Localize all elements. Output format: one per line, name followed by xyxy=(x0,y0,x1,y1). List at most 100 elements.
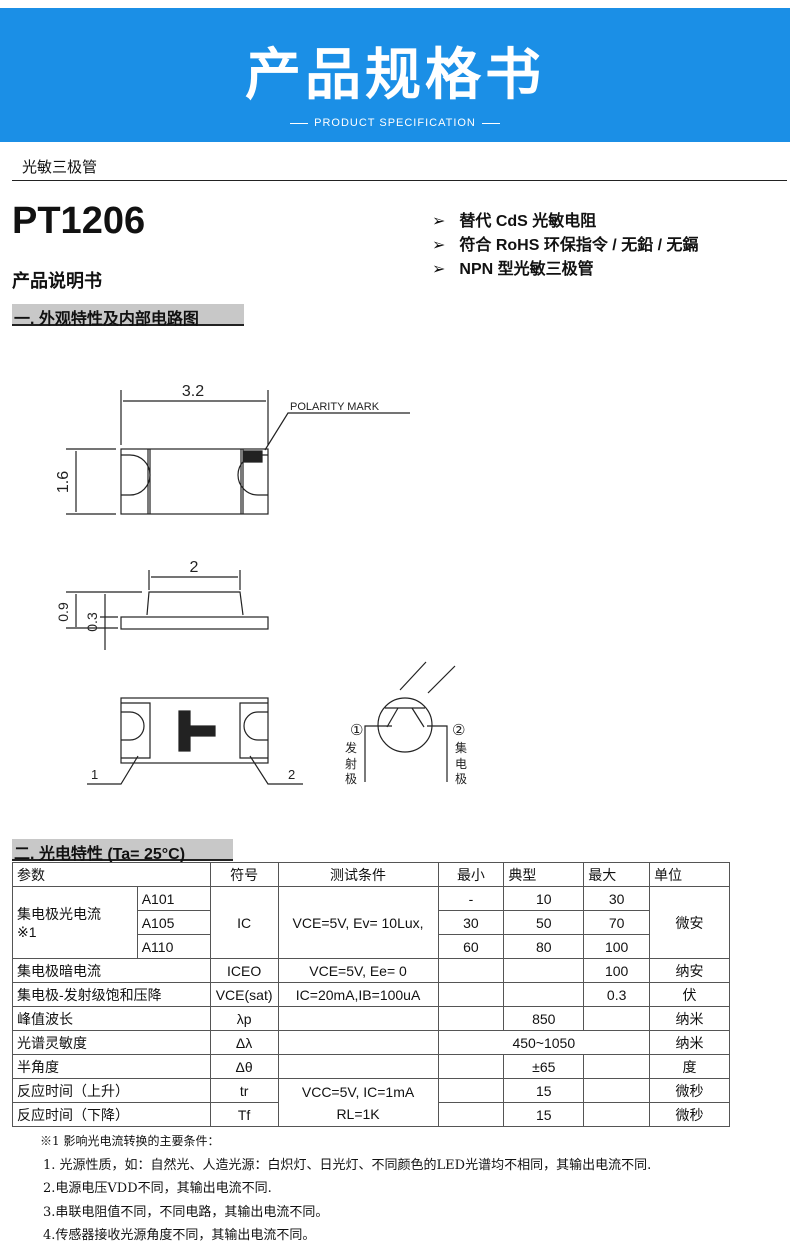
typ-cell: 10 xyxy=(503,886,585,911)
dim-base: 0.3 xyxy=(84,612,100,632)
polarity-label: POLARITY MARK xyxy=(290,401,380,413)
collector-pin-number: ② xyxy=(452,722,465,739)
max-cell: 0.3 xyxy=(583,982,651,1007)
note-item: 4.传感器接收光源角度不同，其输出电流不同。 xyxy=(43,1228,316,1243)
table-row: 集电极光电流※1 A101 IC VCE=5V, Ev= 10Lux, - 10… xyxy=(12,886,730,959)
typ-cell: 15 xyxy=(503,1078,585,1103)
table-row: 光谱灵敏度 Δλ 450~1050 纳米 xyxy=(12,1030,730,1055)
typ-cell: ±65 xyxy=(503,1054,585,1079)
pin-1-label: 1 xyxy=(91,767,98,782)
typ-cell xyxy=(503,958,585,983)
max-cell xyxy=(583,1078,651,1103)
section-heading-appearance: 一. 外观特性及内部电路图 xyxy=(12,304,244,328)
min-cell xyxy=(437,1078,505,1103)
feature-item: NPN 型光敏三极管 xyxy=(432,258,699,282)
collector-label-1: 集 xyxy=(455,740,467,755)
page-title: 产品规格书 xyxy=(245,43,545,108)
typ-cell: 850 xyxy=(503,1006,585,1031)
symbol-cell: IC xyxy=(209,886,279,959)
param-cell: 集电极-发射级饱和压降 xyxy=(12,982,211,1007)
param-cell: 反应时间（上升） xyxy=(12,1078,211,1103)
grade-cell: A110 xyxy=(136,934,211,959)
min-cell xyxy=(437,1006,505,1031)
package-diagram: 3.2 POLARITY MARK 1.6 2 0.9 0.3 1 2 ① 发 … xyxy=(55,383,467,786)
unit-cell: 纳安 xyxy=(649,958,730,983)
emitter-label-1: 发 xyxy=(345,740,357,755)
dim-length: 3.2 xyxy=(182,383,204,400)
typ-cell: 15 xyxy=(503,1102,585,1127)
condition-cell: VCE=5V, Ee= 0 xyxy=(277,958,439,983)
emitter-pin-number: ① xyxy=(350,722,363,739)
subtitle-text: PRODUCT SPECIFICATION xyxy=(314,117,476,129)
section-heading-characteristics: 二. 光电特性 (Ta= 25°C) xyxy=(12,839,233,863)
min-cell xyxy=(437,958,505,983)
feature-item: 符合 RoHS 环保指令 / 无鉛 / 无鎘 xyxy=(432,234,698,258)
param-cell: 集电极光电流※1 xyxy=(12,886,138,959)
symbol-cell: tr xyxy=(209,1078,279,1103)
unit-cell: 度 xyxy=(649,1054,730,1079)
table-row: 半角度 Δθ ±65 度 xyxy=(12,1054,730,1079)
unit-cell: 纳米 xyxy=(649,1006,730,1031)
unit-cell: 伏 xyxy=(649,982,730,1007)
min-cell: 60 xyxy=(437,934,505,959)
min-cell xyxy=(437,1102,505,1127)
range-cell: 450~1050 xyxy=(437,1030,651,1055)
max-cell: 100 xyxy=(583,934,651,959)
collector-label-2: 电 xyxy=(455,757,467,771)
max-cell: 70 xyxy=(583,910,651,935)
param-cell: 反应时间（下降） xyxy=(12,1102,211,1127)
doc-title: 产品说明书 xyxy=(12,271,102,291)
dim-height: 0.9 xyxy=(55,602,71,622)
grade-cell: A105 xyxy=(136,910,211,935)
table-row: A105 30 50 70 xyxy=(13,910,730,935)
max-cell: 100 xyxy=(583,958,651,983)
header-cell: 典型 xyxy=(503,862,585,887)
feature-item: 替代 CdS 光敏电阻 xyxy=(432,210,699,234)
symbol-cell: Tf xyxy=(209,1102,279,1127)
condition-line: VCC=5V, IC=1mA xyxy=(301,1083,415,1100)
emitter-label-2: 射 xyxy=(345,756,357,771)
header-cell: 单位 xyxy=(649,862,730,887)
condition-cell: VCE=5V, Ev= 10Lux, xyxy=(277,886,439,959)
min-cell xyxy=(437,1054,505,1079)
header-banner: 产品规格书 PRODUCT SPECIFICATION xyxy=(0,8,790,142)
param-cell: 光谱灵敏度 xyxy=(12,1030,211,1055)
symbol-cell: VCE(sat) xyxy=(209,982,279,1007)
max-cell xyxy=(583,1054,651,1079)
symbol-cell: Δθ xyxy=(209,1054,279,1079)
param-cell: 半角度 xyxy=(12,1054,211,1079)
category: 光敏三极管 xyxy=(22,159,98,176)
collector-label-3: 极 xyxy=(455,772,467,786)
note-item: 1. 光源性质，如：自然光、人造光源：白炽灯、日光灯、不同颜色的LED光谱均不相… xyxy=(43,1157,652,1173)
param-note: ※1 xyxy=(17,924,37,940)
page-subtitle: PRODUCT SPECIFICATION xyxy=(0,117,790,129)
header-cell: 符号 xyxy=(209,862,279,887)
min-cell xyxy=(437,982,505,1007)
table-row: 峰值波长 λp 850 纳米 xyxy=(12,1006,730,1031)
header-cell: 最小 xyxy=(437,862,505,887)
note-item: 3.串联电阻值不同，不同电路，其输出电流不同。 xyxy=(43,1204,329,1220)
feature-list: 替代 CdS 光敏电阻 符合 RoHS 环保指令 / 无鉛 / 无鎘 NPN 型… xyxy=(432,210,699,282)
notes: ※1 影响光电流转换的主要条件： 1. 光源性质，如：自然光、人造光源：白炽灯、… xyxy=(40,1130,651,1248)
condition-cell: IC=20mA,IB=100uA xyxy=(277,982,439,1007)
table-header: 参数 符号 测试条件 最小 典型 最大 单位 xyxy=(12,862,730,887)
min-cell: - xyxy=(437,886,505,911)
condition-cell xyxy=(277,1054,439,1079)
max-cell xyxy=(583,1006,651,1031)
table-row: 集电极-发射级饱和压降 VCE(sat) IC=20mA,IB=100uA 0.… xyxy=(12,982,730,1007)
notes-title: ※1 影响光电流转换的主要条件： xyxy=(40,1134,220,1148)
header-cell: 最大 xyxy=(583,862,651,887)
condition-cell xyxy=(277,1030,439,1055)
symbol-cell: λp xyxy=(209,1006,279,1031)
condition-cell xyxy=(277,1006,439,1031)
symbol-cell: Δλ xyxy=(209,1030,279,1055)
min-cell: 30 xyxy=(437,910,505,935)
unit-cell: 微安 xyxy=(649,886,730,959)
typ-cell xyxy=(503,982,585,1007)
max-cell: 30 xyxy=(583,886,651,911)
unit-cell: 微秒 xyxy=(649,1102,730,1127)
max-cell xyxy=(583,1102,651,1127)
symbol-cell: ICEO xyxy=(209,958,279,983)
